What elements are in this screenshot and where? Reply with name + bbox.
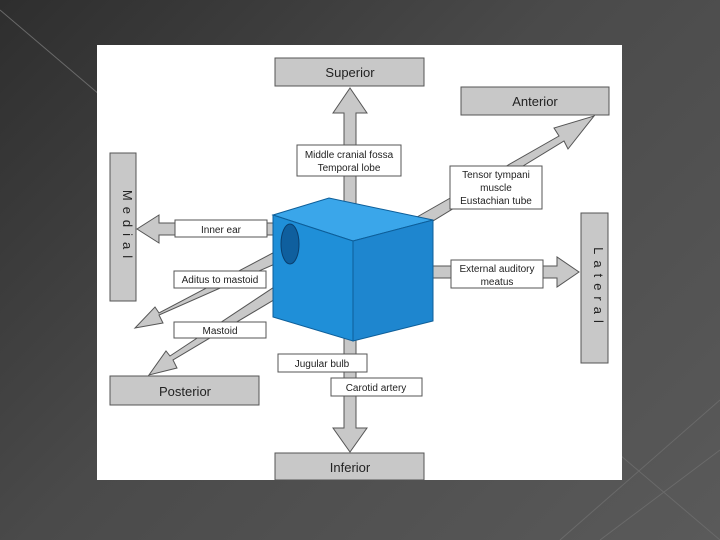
aditus-label: Aditus to mastoid (182, 275, 259, 286)
floor-label-box: Jugular bulb (277, 353, 368, 373)
roof-label-box: Middle cranial fossa Temporal lobe (296, 144, 402, 177)
aditus-label-box: Aditus to mastoid (173, 270, 267, 289)
middle-ear-cube (271, 197, 434, 342)
medial-wall-label-box: Inner ear (174, 219, 268, 238)
posterior-label: Posterior (159, 384, 212, 399)
floor-label: Jugular bulb (295, 359, 350, 370)
anterior-box: Anterior (460, 86, 610, 116)
mastoid-label-box: Mastoid (173, 321, 267, 339)
superior-label: Superior (325, 65, 375, 80)
roof-line-1: Middle cranial fossa (305, 150, 394, 161)
anterior-wall-line-3: Eustachian tube (460, 196, 532, 207)
cube-opening (280, 223, 300, 265)
cube-right-face (352, 219, 434, 342)
lateral-box: Lateral (580, 212, 609, 364)
inferior-label: Inferior (330, 460, 371, 475)
carotid-label: Carotid artery (346, 383, 407, 394)
anterior-wall-line-1: Tensor tympani (462, 170, 530, 181)
mastoid-label: Mastoid (202, 326, 237, 337)
medial-wall-label: Inner ear (201, 225, 242, 236)
slide-canvas: Superior Anterior Medial Lateral Posteri… (97, 45, 622, 480)
anterior-label: Anterior (512, 94, 558, 109)
medial-box: Medial (109, 152, 137, 302)
lateral-label: Lateral (591, 247, 606, 329)
medial-label: Medial (120, 190, 135, 264)
lateral-wall-label-box: External auditory meatus (450, 259, 544, 289)
middle-ear-relations-diagram: Superior Anterior Medial Lateral Posteri… (109, 57, 610, 480)
superior-box: Superior (274, 57, 425, 87)
anterior-wall-label-box: Tensor tympani muscle Eustachian tube (449, 165, 543, 210)
anterior-wall-line-2: muscle (480, 183, 512, 194)
lateral-wall-line-2: meatus (481, 277, 514, 288)
carotid-label-box: Carotid artery (330, 377, 423, 397)
posterior-box: Posterior (109, 375, 260, 406)
inferior-box: Inferior (274, 452, 425, 480)
lateral-wall-line-1: External auditory (459, 264, 534, 275)
roof-line-2: Temporal lobe (318, 163, 381, 174)
